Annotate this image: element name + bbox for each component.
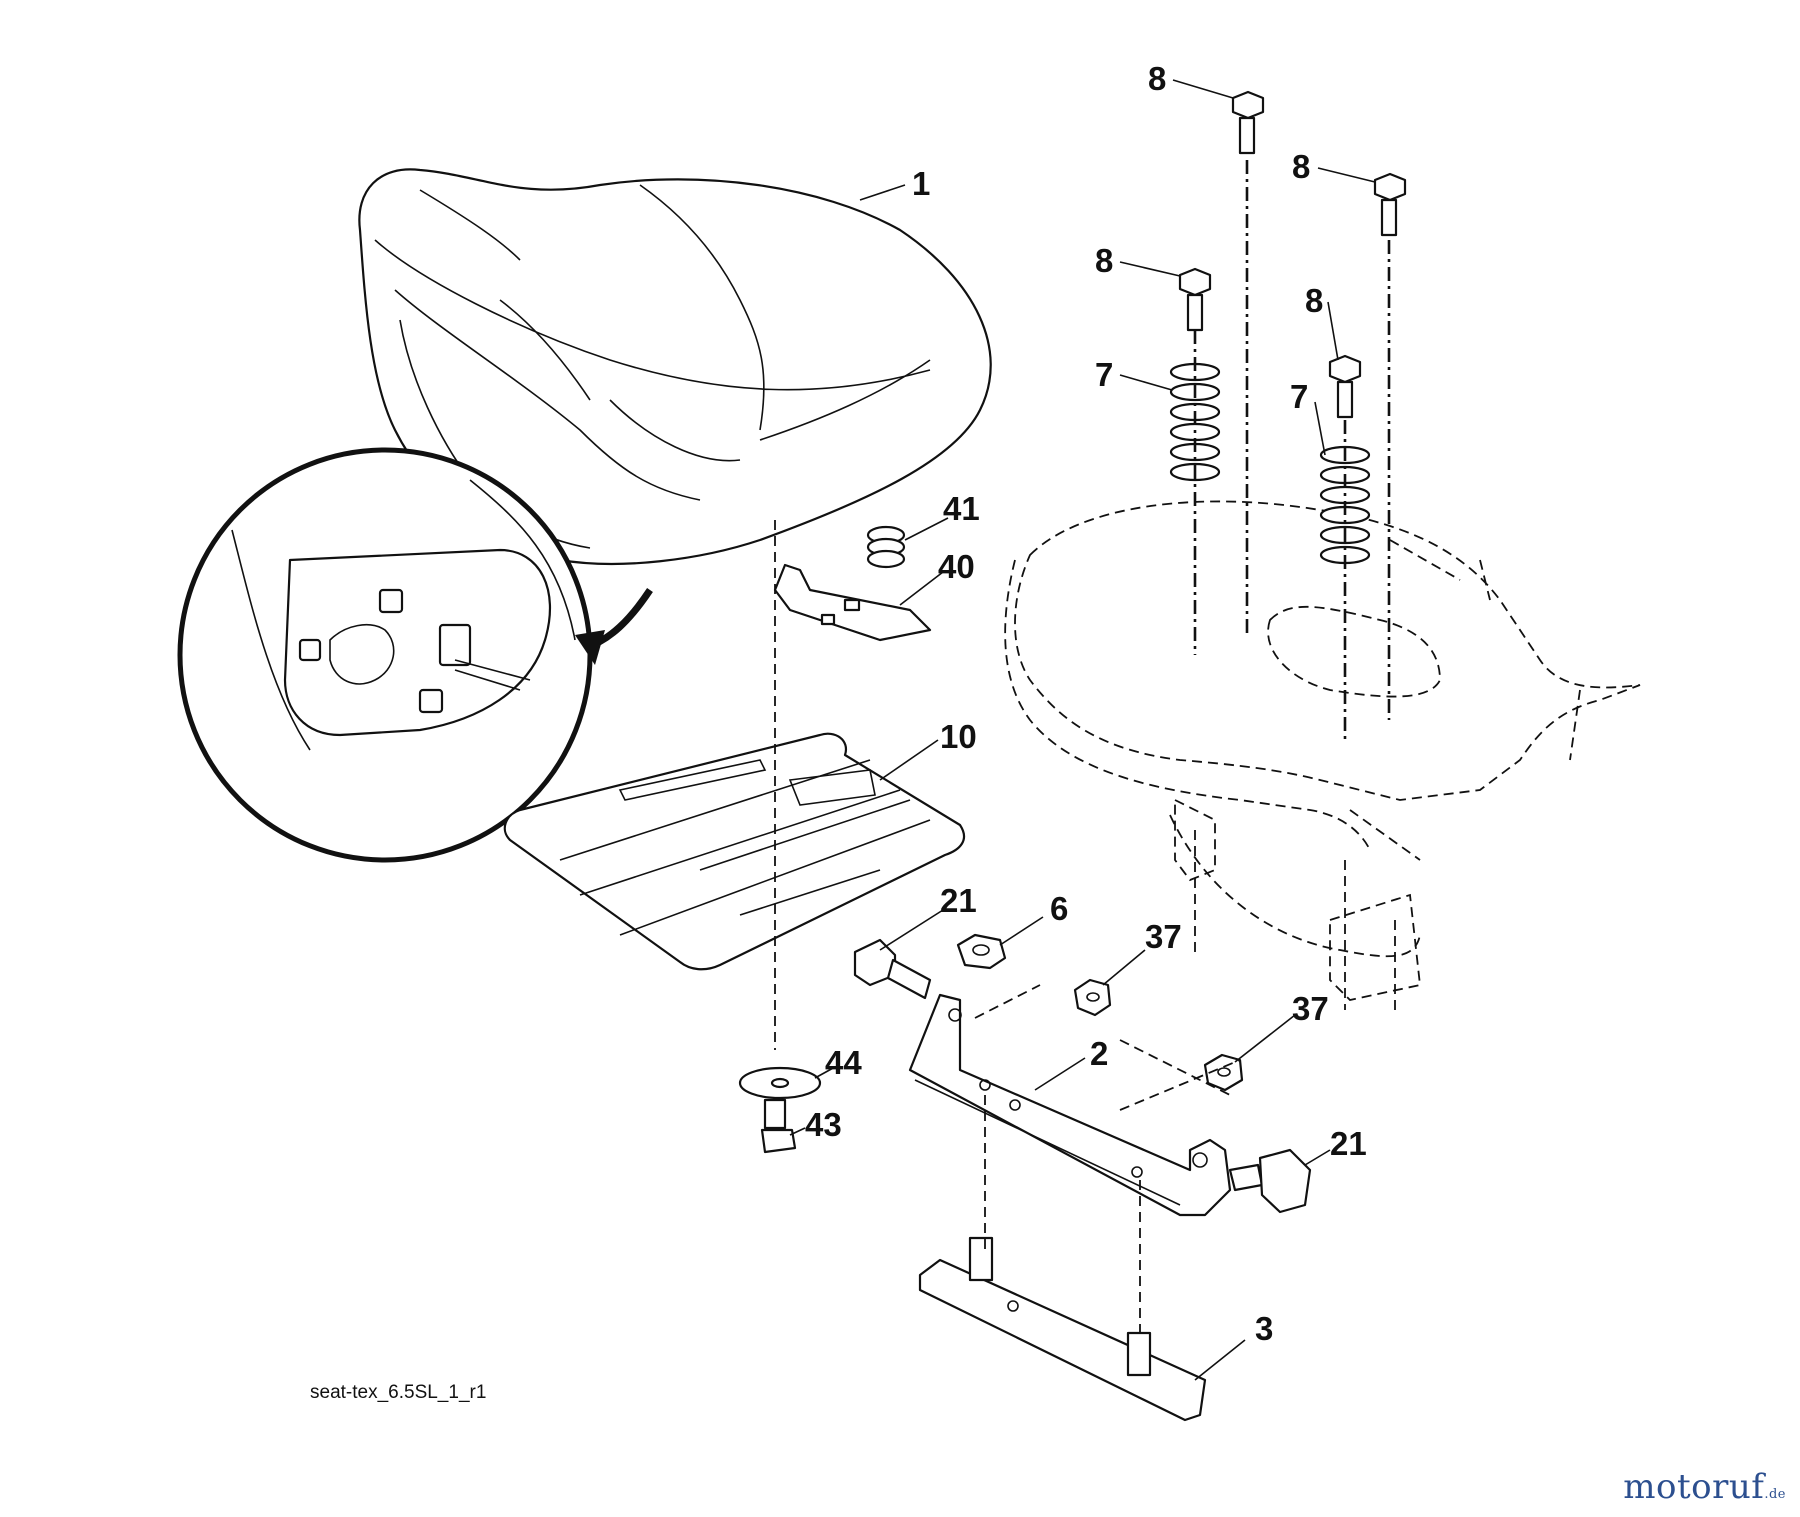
- callout-37a: 37: [1145, 918, 1182, 955]
- motoruf-logo: motoruf.de: [1623, 1467, 1786, 1507]
- mower-frame-outline: [1004, 500, 1641, 1010]
- callout-8b: 8: [1292, 148, 1310, 185]
- leader-lines: [789, 79, 1376, 1381]
- nut-part-6: [956, 933, 1007, 970]
- bolt-part-43: [760, 1098, 797, 1154]
- bolt-part-8-b: [1373, 172, 1407, 237]
- washer-part-44: [738, 1066, 822, 1100]
- bracket-part-2: [908, 993, 1232, 1217]
- callout-labels: 1 2 3 6 7 7 8 8 8 8 10 21 21 37 37 40 41…: [805, 60, 1367, 1347]
- callout-21b: 21: [1330, 1125, 1367, 1162]
- spring-part-41: [866, 525, 906, 569]
- callout-40: 40: [938, 548, 975, 585]
- callout-8c: 8: [1095, 242, 1113, 279]
- seat-part-1: [358, 168, 992, 566]
- callout-10: 10: [940, 718, 977, 755]
- callout-7a: 7: [1095, 356, 1113, 393]
- seat-pan-part-10: [503, 732, 966, 971]
- logo-text: motoruf: [1623, 1467, 1765, 1507]
- callout-8d: 8: [1305, 282, 1323, 319]
- clip-part-40: [773, 563, 932, 642]
- bolt-part-8-a: [1231, 90, 1265, 155]
- callout-44: 44: [825, 1044, 862, 1081]
- callout-43: 43: [805, 1106, 842, 1143]
- diagram-caption: seat-tex_6.5SL_1_r1: [310, 1382, 486, 1403]
- callout-41: 41: [943, 490, 980, 527]
- bolt-part-8-c: [1178, 267, 1212, 332]
- plate-part-3: [918, 1236, 1207, 1422]
- nut-part-37-upper: [1073, 978, 1112, 1017]
- detail-inset: [177, 447, 593, 863]
- bolt-part-21-right: [1228, 1148, 1312, 1214]
- logo-suffix: .de: [1764, 1487, 1786, 1502]
- bolt-part-21-left: [853, 938, 932, 1000]
- callout-7b: 7: [1290, 378, 1308, 415]
- callout-3: 3: [1255, 1310, 1273, 1347]
- callout-21a: 21: [940, 882, 977, 919]
- assembly-axis-lines: [774, 160, 1391, 1335]
- callout-6: 6: [1050, 890, 1068, 927]
- callout-2: 2: [1090, 1035, 1108, 1072]
- bolt-part-8-d: [1328, 354, 1362, 419]
- callout-1: 1: [912, 165, 930, 202]
- callout-8a: 8: [1148, 60, 1166, 97]
- callout-37b: 37: [1292, 990, 1329, 1027]
